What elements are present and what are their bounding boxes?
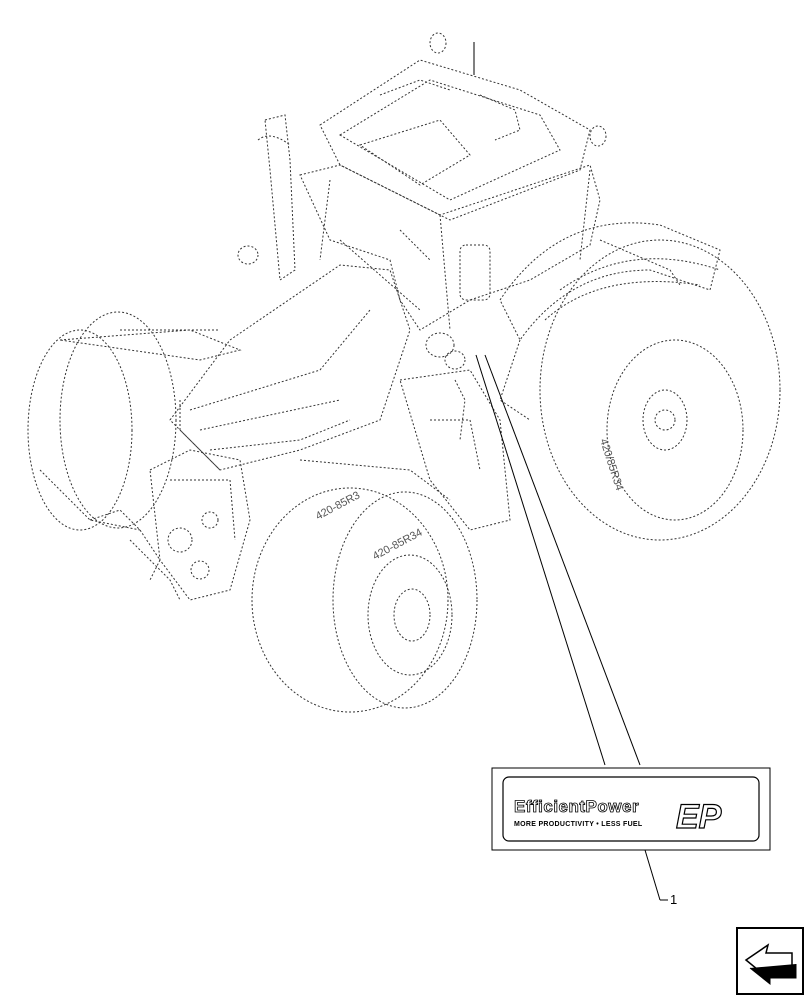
front-center-dual-tires	[251, 459, 478, 713]
callout-leader-line	[644, 849, 661, 901]
decal-ep-logo: EP	[676, 798, 722, 836]
decal-leader-line-right	[484, 354, 641, 766]
leader-lines	[473, 42, 668, 901]
beacons	[429, 32, 607, 147]
decal-brand-text: EfficientPower	[514, 797, 639, 816]
hood	[169, 264, 411, 471]
exhaust-stack	[257, 114, 296, 281]
arrow-left-icon[interactable]	[736, 927, 804, 995]
decal-badge-outline	[502, 776, 760, 842]
left-dual-tires	[27, 311, 242, 531]
rear-tire-front-marking: 420-85R3	[314, 489, 362, 522]
tractor-illustration	[27, 32, 781, 713]
cab	[299, 164, 601, 331]
callout-number-1: 1	[670, 892, 677, 907]
rear-tire-side-marking: 420/85R34	[597, 437, 625, 492]
decal-tagline: MORE PRODUCTIVITY • LESS FUEL	[514, 821, 643, 828]
cab-roof	[319, 59, 591, 221]
decal-leader-line-left	[475, 354, 606, 766]
efficientpower-decal: EfficientPower MORE PRODUCTIVITY • LESS …	[491, 767, 771, 851]
chassis	[399, 369, 511, 531]
right-rear-tire	[539, 239, 781, 541]
front-grille	[89, 449, 251, 601]
mirror-and-lights	[237, 239, 681, 370]
right-fender	[499, 222, 721, 421]
